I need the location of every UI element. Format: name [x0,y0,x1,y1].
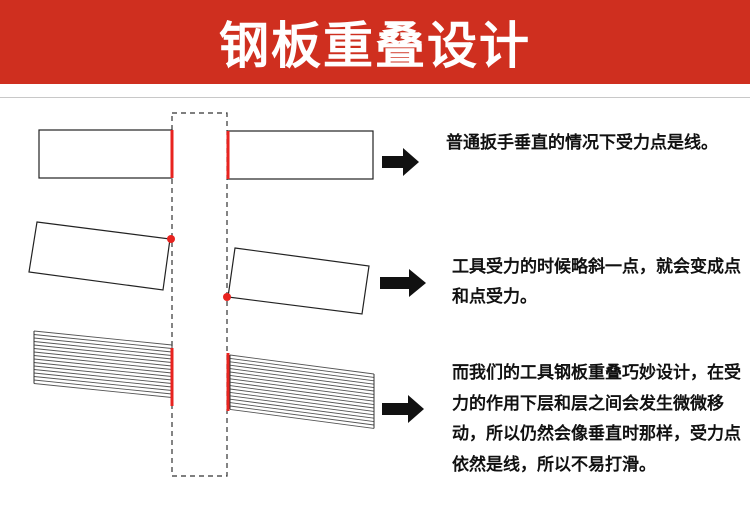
steel-layer-line [229,388,375,409]
steel-layer-line [229,391,375,412]
steel-layer-line [229,395,375,416]
steel-layer-line [229,368,375,389]
steel-layer-line [229,408,375,429]
dashed-center-column [171,112,228,477]
steel-layer-line [229,381,375,402]
steel-layer-line [33,334,173,349]
plate-right-straight [227,130,374,180]
steel-layer-line [33,344,173,360]
steel-layer-line [33,330,173,346]
steel-layer-line [33,351,173,367]
steel-layer-line [33,355,173,370]
arrow-right-icon [382,148,419,176]
steel-layer-line [33,348,173,363]
divider-line [0,97,750,98]
plate-left-tilted [28,221,171,291]
steel-layer-line [33,369,173,384]
steel-layer-line [33,383,173,398]
steel-layer-line [229,357,375,378]
steel-layer-line [229,374,375,395]
steel-layer-line [33,365,173,381]
steel-layer-line [33,376,173,391]
title-banner: 钢板重叠设计 [0,0,750,84]
arrow-right-icon [382,395,424,423]
steel-layer-line [229,398,375,419]
arrow-right-icon [380,269,426,297]
steel-layer-line [229,378,375,399]
steel-layer-line [33,358,173,374]
plate-right-layered [229,354,375,429]
steel-layer-line [229,361,375,382]
plate-left-layered [33,330,173,398]
steel-layer-line [229,371,375,392]
steel-layer-line [229,385,375,406]
description-tilted: 工具受力的时候略斜一点，就会变成点和点受力。 [452,257,741,307]
steel-layer-line [33,341,173,356]
description-vertical: 普通扳手垂直的情况下受力点是线。 [446,133,718,153]
steel-layer-line [229,405,375,426]
steel-layer-line [33,337,173,353]
steel-layer-line [33,379,173,395]
steel-layer-line [33,372,173,388]
contact-point-right [223,293,231,301]
banner-title: 钢板重叠设计 [219,17,531,75]
plate-left-straight [38,129,173,179]
description-layered: 而我们的工具钢板重叠巧妙设计，在受力的作用下层和层之间会发生微微移动，所以仍然会… [452,363,741,475]
plate-right-tilted [227,247,370,315]
steel-layer-line [33,362,173,377]
steel-layer-line [229,364,375,385]
steel-layer-line [229,354,375,375]
steel-layer-line [229,402,375,423]
contact-point-left [167,235,175,243]
